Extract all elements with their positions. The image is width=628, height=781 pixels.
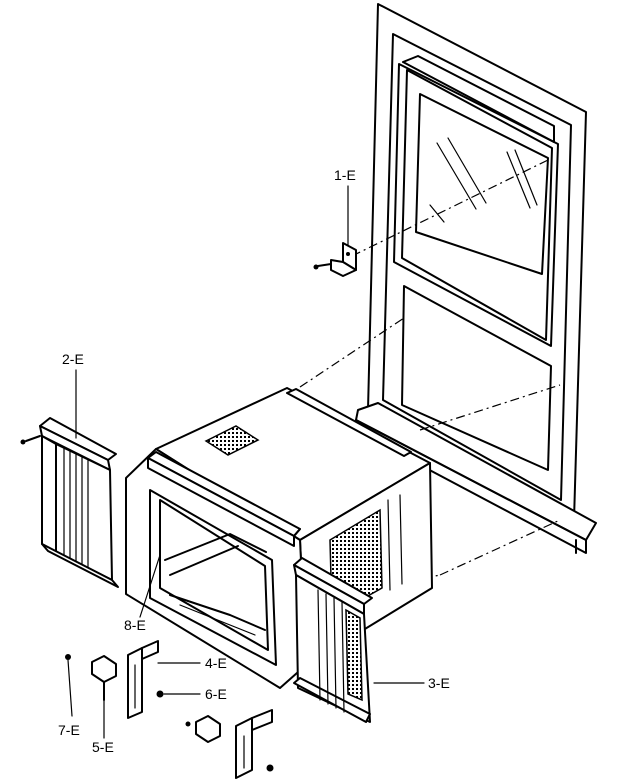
label-2e: 2-E — [62, 351, 84, 367]
label-5e: 5-E — [92, 739, 114, 755]
side-curtain-3e — [293, 557, 373, 723]
part-labels: 1-E 2-E 3-E 4-E 5-E 6-E 7-E 8-E — [58, 167, 450, 755]
label-8e: 8-E — [124, 617, 146, 633]
bracket-pair-lower — [185, 709, 274, 779]
window-frame — [355, 3, 597, 554]
screw-7e — [65, 654, 71, 660]
side-curtain-2e — [20, 417, 119, 588]
bracket-1e — [313, 242, 357, 277]
leader-lines — [67, 185, 425, 739]
bracket-5e — [91, 655, 117, 701]
label-3e: 3-E — [428, 675, 450, 691]
nut-6e — [156, 690, 164, 698]
ac-cabinet — [125, 387, 433, 689]
label-4e: 4-E — [205, 655, 227, 671]
assembly-lines — [299, 159, 561, 599]
label-7e: 7-E — [58, 722, 80, 738]
label-1e: 1-E — [334, 167, 356, 183]
top-rail — [147, 451, 301, 547]
bracket-4e — [127, 640, 159, 719]
label-6e: 6-E — [205, 686, 227, 702]
